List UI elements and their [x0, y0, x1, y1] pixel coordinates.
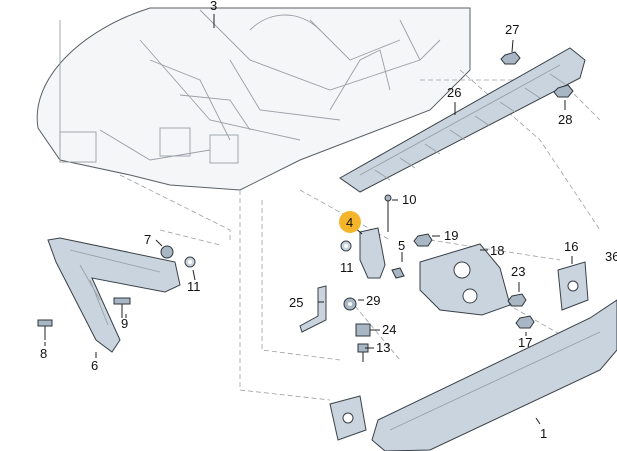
- part-5-bolt: [391, 267, 405, 279]
- part-24-nut: [500, 51, 521, 65]
- callout-27: 24: [382, 322, 396, 337]
- callout-28: 13: [376, 340, 390, 355]
- callout-36: 36: [605, 249, 617, 264]
- part-26-bracket: [299, 285, 327, 333]
- part-6-bumper-guide: [47, 237, 181, 353]
- vehicle-body-outline: [36, 7, 471, 191]
- callout-9: 9: [121, 316, 128, 331]
- callout-4: 4: [346, 215, 353, 230]
- part-25-nut: [553, 84, 574, 98]
- part-19-nut: [515, 315, 535, 329]
- callout-17: 19: [444, 228, 458, 243]
- callout-24: 27: [505, 22, 519, 37]
- part-13-plate: [557, 261, 589, 311]
- part-9-screw: [113, 297, 131, 318]
- callout-23: 26: [447, 85, 461, 100]
- callout-6: 6: [91, 358, 98, 373]
- callout-11-center: 11: [340, 260, 354, 275]
- part-7-clip: [160, 245, 174, 259]
- part-18-nut: [507, 293, 527, 307]
- callout-1: 1: [540, 426, 547, 441]
- part-16-carrier: [419, 243, 511, 316]
- callout-labels: 3 27 26 28 4 10 19 5 18 16 36 11 23 7 11…: [40, 0, 617, 441]
- part-28-bolt: [357, 343, 369, 362]
- callout-11-left: 11: [187, 279, 201, 294]
- callout-13: 16: [564, 239, 578, 254]
- part-23-bracket: [339, 47, 586, 193]
- part-8-screw: [37, 319, 53, 340]
- callout-18: 23: [511, 264, 525, 279]
- leader-lines: [44, 14, 573, 425]
- callout-10: 10: [402, 192, 416, 207]
- callout-29: 29: [366, 293, 380, 308]
- part-11-washer-center: [340, 240, 352, 252]
- part-17-nut: [413, 233, 433, 247]
- callout-26: 25: [289, 295, 303, 310]
- callout-5: 5: [398, 238, 405, 253]
- part-11-washer-left: [184, 256, 196, 268]
- callout-19: 17: [518, 335, 532, 350]
- callout-16: 18: [490, 243, 504, 258]
- callout-8: 8: [40, 346, 47, 361]
- part-10-bolt: [384, 194, 392, 232]
- part-29-washer: [343, 297, 357, 311]
- part-4-bracket: [359, 227, 386, 279]
- callout-7: 7: [144, 232, 151, 247]
- part-27-nut: [355, 323, 371, 337]
- callout-3: 3: [210, 0, 217, 13]
- callout-4-highlight: [339, 211, 361, 233]
- callout-25: 28: [558, 112, 572, 127]
- part-1-bumper-beam: [329, 299, 617, 451]
